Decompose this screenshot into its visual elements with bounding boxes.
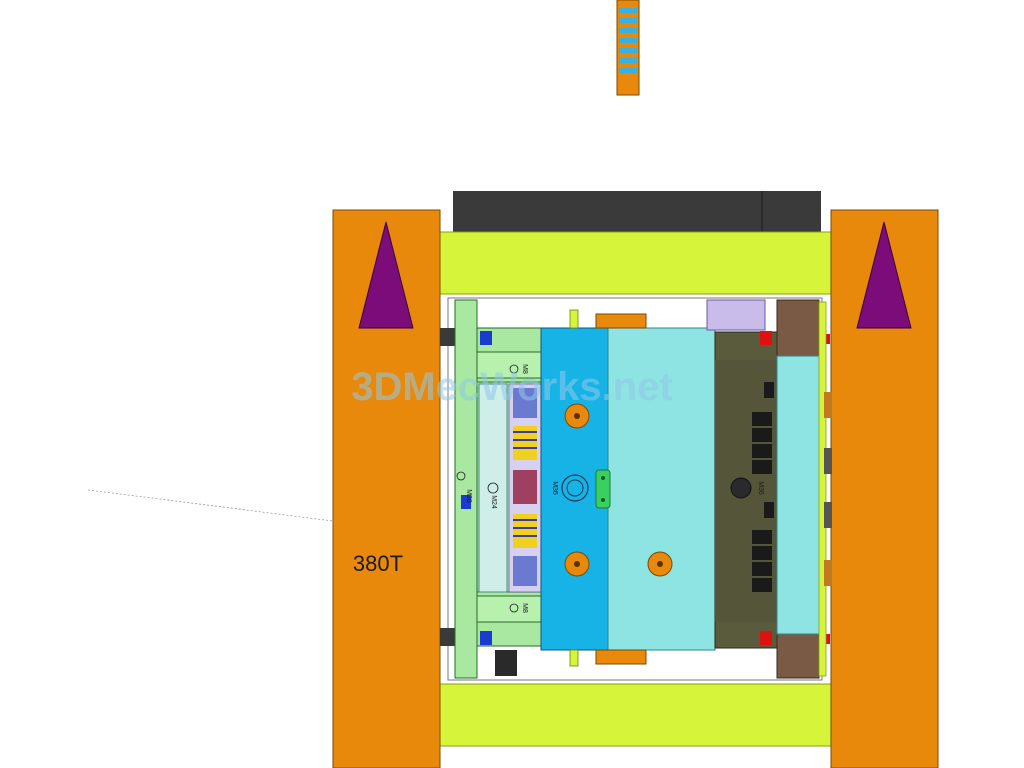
stop-block <box>824 560 832 586</box>
bolt-icon <box>480 331 492 345</box>
pin-icon <box>569 309 579 329</box>
m20-hole-icon <box>456 471 466 481</box>
arrow-up-icon <box>856 221 912 329</box>
stop-block <box>824 502 832 528</box>
label-m36-right: M36 <box>757 481 764 495</box>
guide-rod <box>440 628 458 646</box>
spring-stack <box>508 383 542 593</box>
label-m20: M20 <box>465 489 472 503</box>
bolt-icon <box>760 331 772 345</box>
leader-line <box>87 489 334 522</box>
connector-plug <box>495 650 517 676</box>
machine-column-right <box>830 209 939 768</box>
tie-bar-bottom <box>437 683 832 747</box>
leader-pin <box>564 551 590 577</box>
m24-hole-icon <box>487 482 499 494</box>
center-knob <box>730 477 752 499</box>
leader-pin <box>564 403 590 429</box>
connector-column-bottom <box>752 502 774 592</box>
label-m8-bottom: M8 <box>521 603 528 613</box>
watermark: 3DMecWorks.net <box>351 365 673 409</box>
leader-pin <box>647 551 673 577</box>
tie-bar-top <box>437 231 832 295</box>
green-clip <box>595 469 611 509</box>
bolt-icon <box>480 631 492 645</box>
locating-block-top <box>595 313 647 329</box>
arrow-up-icon <box>358 221 414 329</box>
bolt-icon <box>760 631 772 645</box>
stop-block <box>824 448 832 474</box>
clamp-plate-insert <box>776 355 824 635</box>
pin-icon <box>569 649 579 667</box>
top-spacer-block <box>706 299 766 331</box>
tonnage-label: 380T <box>353 551 403 576</box>
machine-column-left <box>332 209 441 768</box>
top-clamp-block <box>453 191 821 239</box>
sprue-nozzle <box>616 0 640 96</box>
m8-hole-icon <box>509 364 519 374</box>
label-m36-center: M36 <box>551 481 558 495</box>
guide-rod <box>440 328 458 346</box>
stop-block <box>824 392 832 418</box>
clamp-edge <box>818 301 827 677</box>
m8-hole-icon <box>509 603 519 613</box>
connector-column-top <box>752 382 774 474</box>
b-plate <box>607 327 716 651</box>
label-m24: M24 <box>490 495 497 509</box>
locating-block-bottom <box>595 649 647 665</box>
label-m8-top: M8 <box>521 364 528 374</box>
bolt-icon <box>461 495 471 509</box>
ejector-plate <box>478 383 508 593</box>
sprue-bushing <box>561 474 589 502</box>
